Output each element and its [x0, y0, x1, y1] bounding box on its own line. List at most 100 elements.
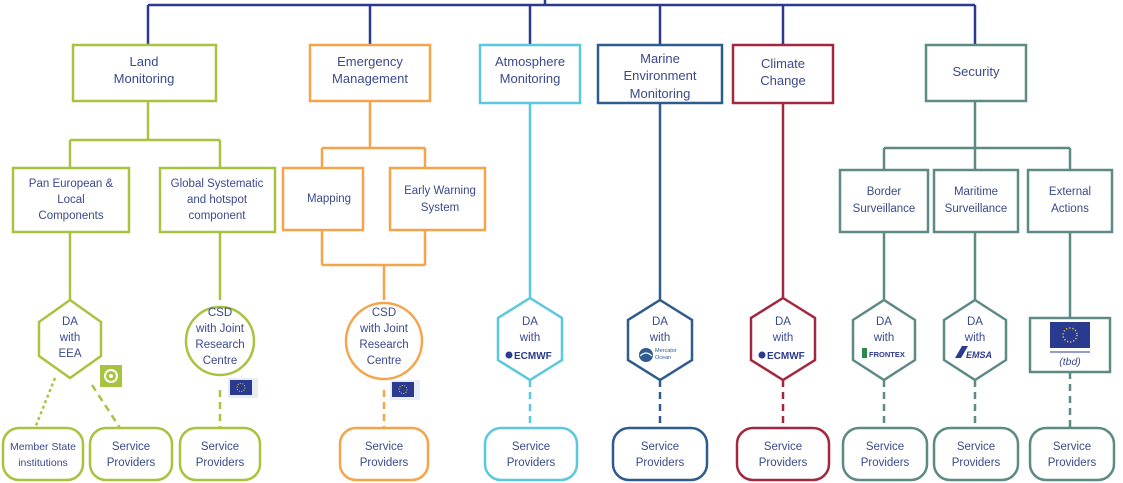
early-warning-line2: System [421, 202, 459, 214]
svg-text:ECMWF: ECMWF [767, 351, 805, 362]
csd-emergency-line3: Research [359, 339, 408, 351]
border-surveillance-box [838, 168, 930, 234]
provider-land-b-line2: Providers [196, 457, 245, 469]
land-monitoring-box [71, 43, 218, 103]
da-atmosphere-line2: with [519, 332, 540, 344]
provider-land-b-line1: Service [201, 441, 239, 453]
csd-land-line4: Centre [203, 355, 238, 367]
mapping-label: Mapping [307, 193, 351, 205]
mercator-ocean-logo-icon: Mercator Ocean [639, 348, 677, 362]
da-climate-line1: DA [775, 316, 791, 328]
da-atmosphere-line1: DA [522, 316, 538, 328]
global-systematic-line2: and hotspot [187, 194, 248, 206]
da-marine-line2: with [649, 332, 670, 344]
land-title-line2: Monitoring [114, 71, 175, 86]
atmosphere-title-line2: Monitoring [500, 71, 561, 86]
provider-emergency-line2: Providers [360, 457, 409, 469]
member-state-line2: institutions [18, 457, 68, 469]
global-systematic-box [158, 166, 277, 234]
provider-emergency-line1: Service [365, 441, 403, 453]
provider-external-line2: Providers [1048, 457, 1097, 469]
csd-land-circle [184, 305, 256, 377]
provider-maritime-line1: Service [957, 441, 995, 453]
da-maritime-line2: with [964, 332, 985, 344]
atmosphere-monitoring-branch [478, 43, 582, 482]
provider-border-line1: Service [866, 441, 904, 453]
provider-marine-line1: Service [641, 441, 679, 453]
csd-land-line1: CSD [208, 307, 232, 319]
svg-text:FRONTEX: FRONTEX [869, 350, 905, 359]
svg-text:EMSA: EMSA [966, 350, 992, 360]
maritime-surveillance-box [932, 168, 1020, 234]
provider-climate-box [735, 426, 831, 482]
security-title: Security [953, 64, 1000, 79]
emergency-title-line2: Management [332, 71, 408, 86]
provider-member-state-box [1, 426, 85, 482]
csd-emergency-line1: CSD [372, 307, 396, 319]
maritime-line2: Surveillance [945, 203, 1008, 215]
emergency-management-branch [281, 43, 487, 482]
csd-emergency-circle [344, 301, 424, 381]
provider-land-a-box [88, 426, 174, 482]
csd-land-line2: with Joint [195, 323, 245, 335]
ecmwf-logo-icon: ECMWF [505, 351, 552, 362]
csd-land-line3: Research [195, 339, 244, 351]
eu-flag-icon [390, 380, 420, 400]
provider-atmosphere-line2: Providers [507, 457, 556, 469]
eea-emblem-icon [100, 365, 122, 387]
provider-external-box [1028, 426, 1116, 482]
global-systematic-line3: component [189, 210, 247, 222]
da-eea-line1: DA [62, 316, 78, 328]
provider-atmosphere-line1: Service [512, 441, 550, 453]
provider-maritime-line2: Providers [952, 457, 1001, 469]
da-eea-hexagon [37, 298, 103, 380]
provider-land-a-line2: Providers [107, 457, 156, 469]
top-connector [146, 0, 977, 45]
svg-text:Mercator: Mercator [655, 348, 677, 354]
border-line2: Surveillance [853, 203, 916, 215]
provider-marine-box [611, 426, 709, 482]
provider-land-b-box [178, 426, 262, 482]
climate-title-line1: Climate [761, 56, 805, 71]
da-marine-line1: DA [652, 316, 668, 328]
csd-emergency-line2: with Joint [359, 323, 409, 335]
external-actions-box [1026, 168, 1114, 234]
provider-maritime-box [932, 426, 1020, 482]
early-warning-line1: Early Warning [404, 185, 476, 197]
external-line2: Actions [1051, 203, 1089, 215]
atmosphere-title-line1: Atmosphere [495, 54, 565, 69]
maritime-line1: Maritime [954, 186, 998, 198]
marine-title-line3: Monitoring [630, 86, 691, 101]
frontex-logo-icon: FRONTEX [862, 348, 905, 359]
external-tbd-label: (tbd) [1059, 356, 1081, 368]
da-maritime-line1: DA [967, 316, 983, 328]
border-line1: Border [867, 186, 902, 198]
da-eea-line2: with [59, 332, 80, 344]
marine-title-line2: Environment [624, 68, 697, 83]
provider-border-box [841, 426, 929, 482]
marine-title-line1: Marine [640, 51, 680, 66]
eu-flag-icon [1050, 322, 1090, 353]
provider-climate-line1: Service [764, 441, 802, 453]
provider-emergency-box [338, 426, 430, 482]
csd-emergency-line4: Centre [367, 355, 402, 367]
text-layer: Land Monitoring Emergency Management Atm… [10, 51, 1097, 469]
pan-european-line3: Components [38, 210, 103, 222]
provider-external-line1: Service [1053, 441, 1091, 453]
security-branch [838, 43, 1116, 482]
global-systematic-line1: Global Systematic [171, 178, 264, 190]
provider-marine-line2: Providers [636, 457, 685, 469]
ecmwf-logo-icon: ECMWF [758, 351, 805, 362]
land-title-line1: Land [130, 54, 159, 69]
svg-text:Ocean: Ocean [655, 355, 671, 361]
da-climate-line2: with [772, 332, 793, 344]
provider-atmosphere-box [483, 426, 579, 482]
provider-climate-line2: Providers [759, 457, 808, 469]
land-monitoring-branch [1, 43, 277, 482]
climate-title-line2: Change [760, 73, 806, 88]
eu-flag-icon [228, 378, 258, 398]
provider-land-a-line1: Service [112, 441, 150, 453]
pan-european-line1: Pan European & [29, 178, 114, 190]
early-warning-box [388, 166, 487, 232]
